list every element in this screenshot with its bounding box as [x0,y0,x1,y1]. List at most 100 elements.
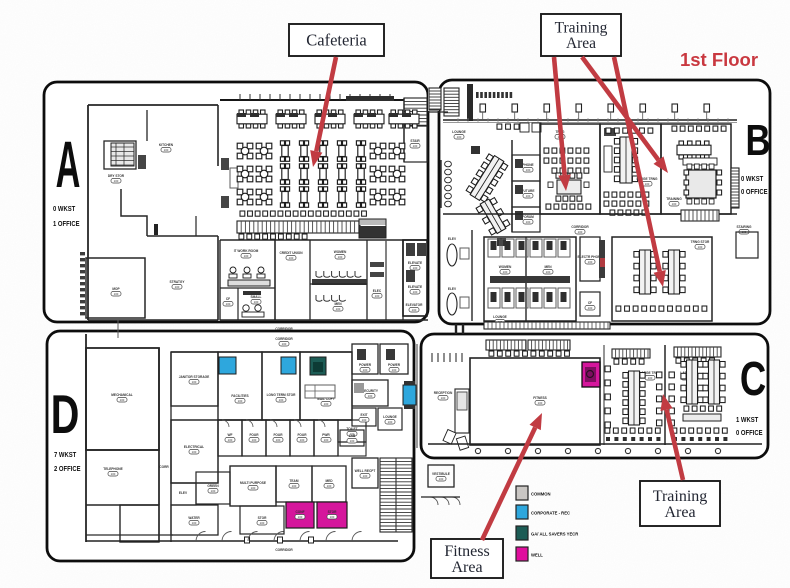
svg-text:JANITOR STORAGE: JANITOR STORAGE [179,375,210,379]
svg-text:STAIR: STAIR [410,139,420,143]
svg-text:100: 100 [698,245,703,249]
svg-text:MAIL COPY: MAIL COPY [317,397,336,401]
svg-text:100: 100 [526,194,531,198]
svg-text:FORUM: FORUM [522,215,534,219]
svg-text:100: 100 [413,290,418,294]
svg-text:100: 100 [578,230,583,234]
svg-text:TRNG STOR: TRNG STOR [691,240,710,244]
svg-text:100: 100 [648,376,653,380]
svg-text:CREDIT UNION: CREDIT UNION [279,251,303,255]
svg-text:COMMON: COMMON [531,492,551,497]
svg-text:KITCHEN: KITCHEN [159,143,174,147]
svg-text:ELEVATE: ELEVATE [408,261,422,265]
svg-text:100: 100 [330,515,335,519]
svg-text:Area: Area [451,559,482,576]
svg-text:ELECTRICAL: ELECTRICAL [184,445,204,449]
svg-text:100: 100 [338,255,343,259]
svg-text:LAB: LAB [349,434,356,438]
svg-text:100: 100 [526,220,531,224]
svg-text:100: 100 [276,438,281,442]
svg-text:MECHANICAL: MECHANICAL [111,393,132,397]
svg-text:100: 100 [363,474,368,478]
svg-text:100: 100 [251,486,256,490]
svg-text:2 OFFICE: 2 OFFICE [54,466,81,474]
svg-text:100: 100 [260,521,265,525]
svg-text:EXIT: EXIT [360,413,367,417]
svg-text:100: 100 [164,148,169,152]
svg-text:FOUR: FOUR [273,433,283,437]
svg-text:POWER: POWER [388,363,401,367]
svg-text:100: 100 [441,396,446,400]
svg-text:1 WKST: 1 WKST [736,417,758,425]
svg-text:WF: WF [228,433,233,437]
svg-text:100: 100 [327,484,332,488]
svg-text:IT WORK ROOM: IT WORK ROOM [234,249,259,253]
svg-text:Training: Training [555,20,608,37]
svg-text:LONG TERM STOR: LONG TERM STOR [267,393,297,397]
svg-text:LOUNGE: LOUNGE [383,415,397,419]
svg-text:ELEV: ELEV [448,237,457,241]
svg-text:SMALL: SMALL [251,295,262,299]
svg-text:100: 100 [324,402,329,406]
svg-text:0 WKST: 0 WKST [53,206,75,214]
svg-text:1st Floor: 1st Floor [680,49,758,70]
svg-text:TRAINING: TRAINING [666,197,682,201]
svg-text:CONF: CONF [295,510,304,514]
svg-text:0 WKST: 0 WKST [741,176,763,184]
svg-text:100: 100 [375,294,380,298]
svg-text:C: C [740,352,766,406]
svg-text:STOR: STOR [328,510,337,514]
svg-text:1 OFFICE: 1 OFFICE [53,221,80,229]
svg-text:100: 100 [192,521,197,525]
svg-text:MULTI PURPOSE: MULTI PURPOSE [240,481,266,485]
svg-text:100: 100 [279,398,284,402]
svg-text:100: 100 [254,300,259,304]
svg-text:FACILITIES: FACILITIES [231,394,248,398]
svg-text:100: 100 [238,399,243,403]
svg-text:100: 100 [413,266,418,270]
svg-text:100: 100 [192,380,197,384]
svg-text:CF: CF [226,297,230,301]
svg-text:100: 100 [392,368,397,372]
svg-text:LARGE TRNG: LARGE TRNG [636,177,658,181]
svg-text:STOR: STOR [258,516,267,520]
svg-text:100: 100 [111,472,116,476]
svg-text:WELL RECPT: WELL RECPT [355,469,376,473]
svg-text:100: 100 [363,368,368,372]
svg-text:RECEPTION: RECEPTION [434,391,453,395]
svg-text:ELEV: ELEV [448,287,457,291]
svg-text:Cafeteria: Cafeteria [306,31,367,50]
svg-text:100: 100 [672,202,677,206]
svg-text:ELEVATOR: ELEVATOR [406,303,424,307]
svg-text:Fitness: Fitness [444,543,489,560]
svg-text:100: 100 [228,438,233,442]
svg-text:100: 100 [244,254,249,258]
svg-text:100: 100 [457,135,462,139]
svg-text:FITNESS: FITNESS [533,396,546,400]
svg-text:100: 100 [324,438,329,442]
svg-text:MOP: MOP [112,287,120,291]
svg-text:FOUR: FOUR [297,433,307,437]
svg-text:D: D [51,385,80,446]
svg-text:100: 100 [114,292,119,296]
svg-text:POWER: POWER [359,363,372,367]
svg-text:100: 100 [175,285,180,289]
svg-text:100: 100 [289,256,294,260]
svg-text:Area: Area [566,35,596,52]
svg-text:DRY STOR: DRY STOR [108,174,125,178]
svg-text:100: 100 [211,489,216,493]
svg-text:GA/ ALL SAVERS YECR: GA/ ALL SAVERS YECR [531,532,578,537]
svg-text:100: 100 [588,306,593,310]
svg-text:CORRIDOR: CORRIDOR [275,327,293,331]
svg-text:WOMEN: WOMEN [334,250,347,254]
svg-text:100: 100 [368,394,373,398]
svg-text:100: 100 [350,439,355,443]
svg-text:SECURITY: SECURITY [362,389,379,393]
svg-text:TOILET: TOILET [346,427,357,431]
svg-text:100: 100 [252,438,257,442]
svg-text:CORRIDOR: CORRIDOR [275,337,293,341]
svg-text:CORR: CORR [159,465,169,469]
svg-text:ELEV: ELEV [179,491,188,495]
svg-text:100: 100 [412,308,417,312]
svg-text:GREEN: GREEN [207,484,219,488]
